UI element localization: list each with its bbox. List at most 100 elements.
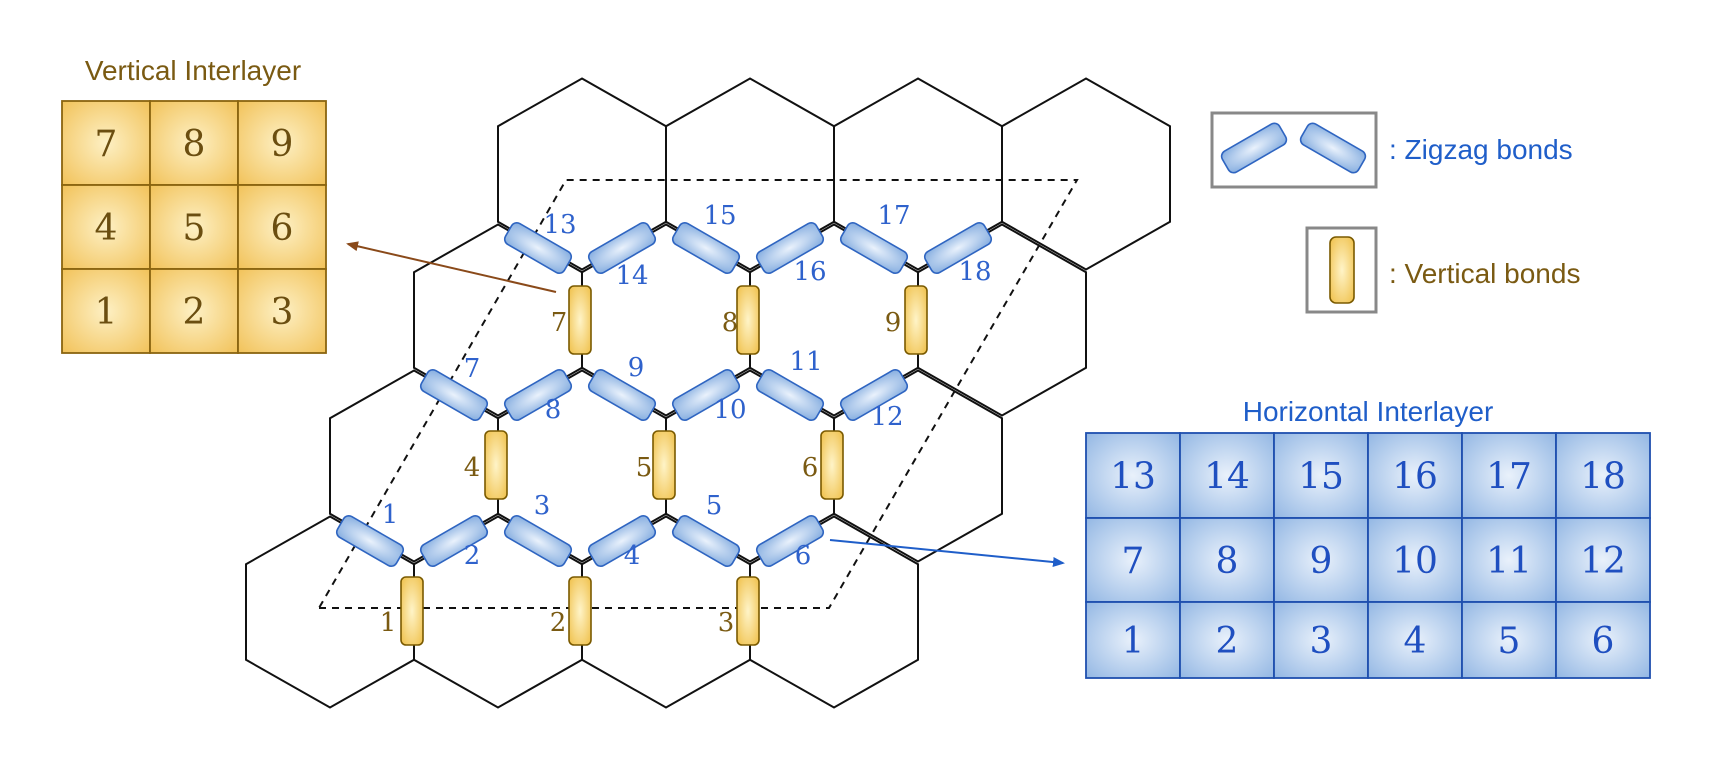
zigzag-bond-number: 16 [793, 257, 826, 287]
zigzag-legend-swatch-left [1220, 122, 1288, 174]
horizontal-interlayer-cell [1461, 601, 1557, 679]
vertical-interlayer-value: 3 [271, 292, 294, 333]
horizontal-interlayer-cell [1461, 432, 1557, 519]
horizontal-interlayer-value: 16 [1392, 457, 1438, 498]
zigzag-bond-number: 6 [795, 541, 812, 571]
horizontal-interlayer-cell [1367, 601, 1463, 679]
vertical-bond [400, 576, 424, 646]
vertical-bond [736, 576, 760, 646]
horizontal-interlayer-value: 4 [1404, 621, 1427, 662]
vertical-bond [484, 430, 508, 500]
horizontal-interlayer-cell [1273, 432, 1369, 519]
horizontal-interlayer-value: 2 [1216, 621, 1239, 662]
zigzag-bond [503, 515, 573, 567]
vertical-interlayer-cell [237, 100, 327, 186]
vertical-interlayer-value: 1 [95, 292, 118, 333]
vertical-bond-number: 9 [885, 308, 902, 338]
zigzag-bond-number: 12 [870, 402, 903, 432]
vertical-interlayer-value: 9 [271, 124, 294, 165]
horizontal-interlayer-cell [1179, 601, 1275, 679]
zigzag-bond [755, 222, 825, 274]
hexagon-cell [833, 369, 1003, 563]
zigzag-bond [839, 369, 909, 421]
vertical-legend-box [1305, 226, 1378, 314]
horizontal-interlayer-value: 9 [1310, 541, 1333, 582]
zigzag-bond-number: 1 [382, 500, 399, 530]
zigzag-bond-number: 8 [545, 395, 562, 425]
zigzag-bond [587, 515, 657, 567]
arrow-to-horizontal-interlayer [829, 539, 1065, 567]
vertical-bond-number: 7 [551, 308, 568, 338]
zigzag-bond [503, 369, 573, 421]
horizontal-interlayer-value: 7 [1122, 541, 1145, 582]
zigzag-bond [839, 222, 909, 274]
vertical-bond-number: 1 [380, 608, 397, 638]
vertical-bond-number: 6 [802, 453, 819, 483]
horizontal-interlayer-value: 15 [1298, 457, 1344, 498]
zigzag-bond [335, 515, 405, 567]
zigzag-bond [587, 222, 657, 274]
zigzag-bond [755, 369, 825, 421]
vertical-bond [820, 430, 844, 500]
vertical-bond [568, 285, 592, 355]
zigzag-bond [671, 222, 741, 274]
horizontal-interlayer-cell [1555, 432, 1651, 519]
zigzag-bond [671, 369, 741, 421]
zigzag-bond-number: 18 [958, 257, 991, 287]
zigzag-bond-number: 9 [628, 353, 645, 383]
zigzag-bond [419, 369, 489, 421]
horizontal-interlayer-value: 5 [1498, 621, 1521, 662]
vertical-interlayer-title: Vertical Interlayer [85, 55, 301, 86]
vertical-bond-number: 8 [722, 308, 739, 338]
horizontal-interlayer-value: 6 [1592, 621, 1615, 662]
zigzag-bond [419, 515, 489, 567]
horizontal-interlayer-value: 12 [1580, 541, 1626, 582]
hexagon-cell [1001, 77, 1171, 271]
vertical-interlayer-value: 7 [95, 124, 118, 165]
horizontal-interlayer-cell [1273, 517, 1369, 603]
vertical-interlayer-cell [61, 100, 151, 186]
vertical-bond-number: 2 [550, 608, 567, 638]
horizontal-interlayer-title: Horizontal Interlayer [1243, 396, 1494, 427]
horizontal-interlayer-value: 11 [1486, 541, 1532, 582]
horizontal-interlayer-cell [1555, 517, 1651, 603]
horizontal-interlayer-value: 1 [1122, 621, 1145, 662]
zigzag-legend-swatch-right [1299, 122, 1367, 174]
vertical-bond [652, 430, 676, 500]
horizontal-interlayer-value: 13 [1110, 457, 1156, 498]
zigzag-legend-box [1210, 111, 1378, 189]
legend: : Zigzag bonds : Vertical bonds [1210, 111, 1580, 314]
hexagon-cell [917, 223, 1087, 417]
vertical-interlayer-value: 6 [271, 208, 294, 249]
zigzag-bond-number: 17 [877, 201, 910, 231]
vertical-interlayer-value: 2 [183, 292, 206, 333]
horizontal-interlayer-cell [1085, 517, 1181, 603]
horizontal-interlayer-value: 10 [1392, 541, 1438, 582]
zigzag-bond-number: 7 [464, 354, 481, 384]
vertical-interlayer-cell [149, 100, 239, 186]
zigzag-bond-number: 10 [713, 395, 746, 425]
vertical-bond-number: 3 [718, 608, 735, 638]
vertical-interlayer-value: 4 [95, 208, 118, 249]
zigzag-legend-label: : Zigzag bonds [1389, 134, 1573, 165]
horizontal-interlayer-value: 17 [1486, 457, 1532, 498]
vertical-bond [568, 576, 592, 646]
vertical-interlayer-cell [237, 268, 327, 354]
horizontal-interlayer-value: 14 [1204, 457, 1250, 498]
vertical-legend-label: : Vertical bonds [1389, 258, 1580, 289]
zigzag-bond [671, 515, 741, 567]
vertical-bond [736, 285, 760, 355]
vertical-legend-swatch [1329, 236, 1355, 304]
honeycomb-lattice [245, 77, 1171, 709]
zigzag-bond-number: 4 [624, 541, 641, 571]
zigzag-bond-number: 5 [706, 491, 723, 521]
vertical-bond [904, 285, 928, 355]
hexagon-cell [749, 515, 919, 709]
zigzag-bond [587, 369, 657, 421]
horizontal-interlayer-value: 8 [1216, 541, 1239, 582]
zigzag-bond [755, 515, 825, 567]
unit-cell-outline [317, 179, 1079, 609]
